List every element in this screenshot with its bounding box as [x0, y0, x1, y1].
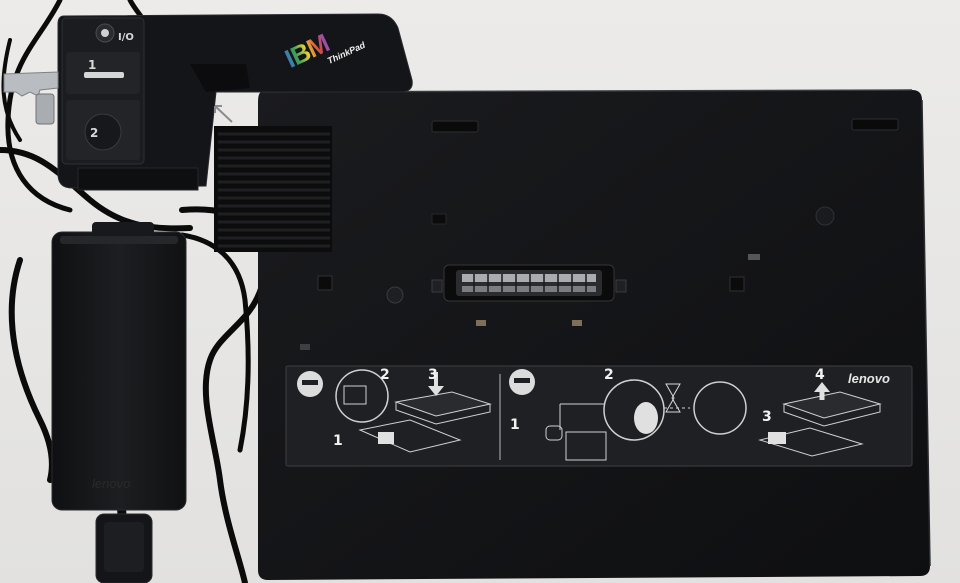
lock-key — [3, 71, 59, 125]
dock-indicator — [300, 344, 310, 350]
dock-latch-left — [317, 275, 333, 291]
left-step-2: 2 — [380, 367, 390, 383]
alignment-pin — [386, 286, 404, 304]
lenovo-logo-adapter: lenovo — [92, 476, 131, 491]
dock-body — [258, 90, 930, 580]
eject-key-1: 1 — [88, 58, 97, 72]
left-step-3: 3 — [428, 367, 438, 383]
dock-latch-right — [729, 276, 745, 292]
eject-panel — [61, 17, 145, 165]
instruction-panel — [285, 365, 913, 467]
dock-notch — [431, 213, 447, 225]
left-step-1: 1 — [333, 433, 343, 449]
eject-key-2: 2 — [90, 126, 99, 140]
lenovo-logo-dock: lenovo — [848, 371, 890, 386]
dock-led — [748, 254, 760, 260]
power-symbol: I/O — [118, 32, 134, 43]
top-slot-left — [431, 120, 479, 133]
brand-badge — [282, 20, 378, 80]
right-step-1: 1 — [510, 417, 520, 433]
right-step-3: 3 — [762, 409, 772, 425]
dock-screw — [815, 206, 835, 226]
dock-contact-left — [476, 320, 486, 326]
right-step-2: 2 — [604, 367, 614, 383]
docking-connector — [431, 264, 627, 302]
right-step-4: 4 — [815, 367, 825, 383]
top-slot-right — [851, 118, 899, 131]
power-adapter — [51, 222, 187, 583]
dock-contact-right — [572, 320, 582, 326]
vent-grille — [214, 126, 332, 252]
